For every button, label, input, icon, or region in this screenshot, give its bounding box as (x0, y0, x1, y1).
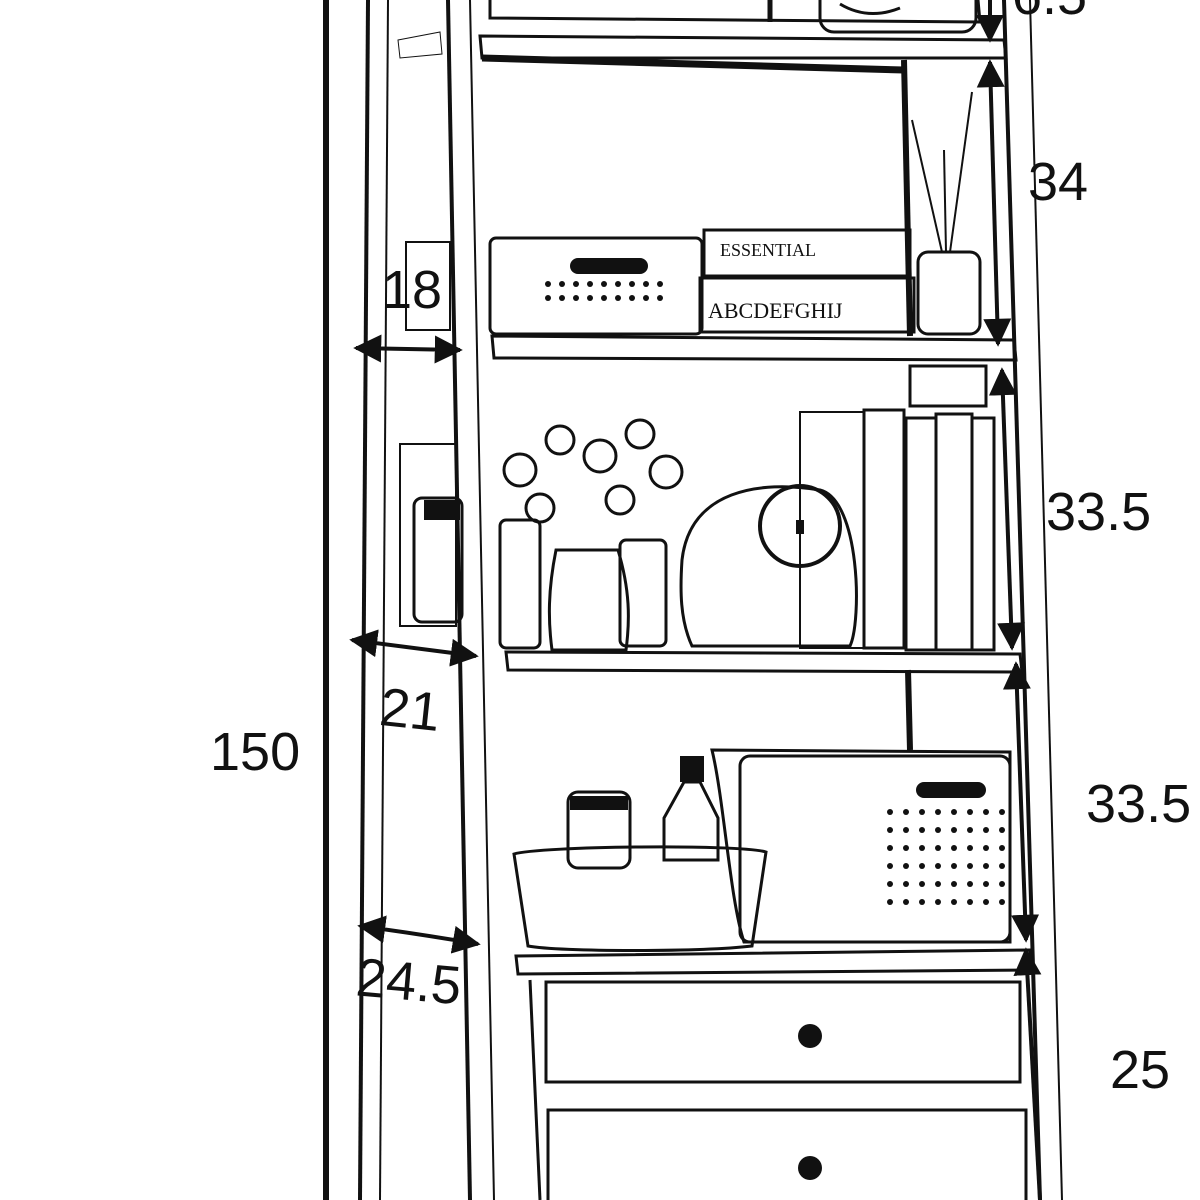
upper-gap-label: 34 (1028, 152, 1088, 212)
depth-bottom-arrow (357, 915, 481, 954)
upper-gap-arrow (976, 59, 1012, 347)
dimension-labels: 150 6.5 34 33.5 33.5 25 18 21 24.5 (210, 0, 1191, 1100)
drawer-knob-top (798, 1024, 822, 1048)
candle-jar (679, 484, 858, 648)
drawer-bottom (546, 1108, 1028, 1200)
drawer-top (544, 980, 1022, 1084)
flower-vase (498, 418, 684, 652)
drawer-height-label: 25 (1110, 1040, 1170, 1100)
shelf-frame (358, 0, 1063, 1200)
total-height-label: 150 (210, 722, 300, 782)
depth-bottom-label: 24.5 (354, 947, 464, 1016)
shelf-boards (478, 34, 1034, 976)
depth-middle-arrow (349, 629, 479, 667)
book-stack (799, 364, 996, 652)
basket-holes-lower (887, 809, 1005, 905)
dimension-arrows (349, 0, 1042, 1200)
depth-middle-label: 21 (377, 677, 443, 743)
depth-top-arrow (353, 334, 463, 364)
middle-shelf-items (399, 364, 996, 652)
reed-diffuser (911, 91, 982, 336)
depth-top-label: 18 (382, 260, 442, 320)
lower-gap-label: 33.5 (1086, 774, 1191, 834)
basket-holes-upper (545, 281, 663, 301)
drawer-height-arrow (1013, 947, 1042, 1200)
middle-gap-arrow (988, 367, 1026, 651)
spice-jar (412, 496, 464, 624)
book-spine-upper-2: ABCDEFGHIJ (708, 298, 843, 323)
drawer-unit (528, 979, 1028, 1200)
book-spine-upper-1: ESSENTIAL (720, 240, 816, 260)
drawer-knob-bottom (798, 1156, 822, 1180)
top-shelf-gap-label: 6.5 (1012, 0, 1087, 26)
small-bottle (566, 790, 632, 870)
top-shelf-items (488, 0, 982, 337)
lower-gap-arrow (1002, 661, 1040, 943)
lower-shelf-items (512, 669, 1012, 952)
middle-gap-label: 33.5 (1046, 482, 1151, 542)
wine-bottle (662, 756, 720, 862)
